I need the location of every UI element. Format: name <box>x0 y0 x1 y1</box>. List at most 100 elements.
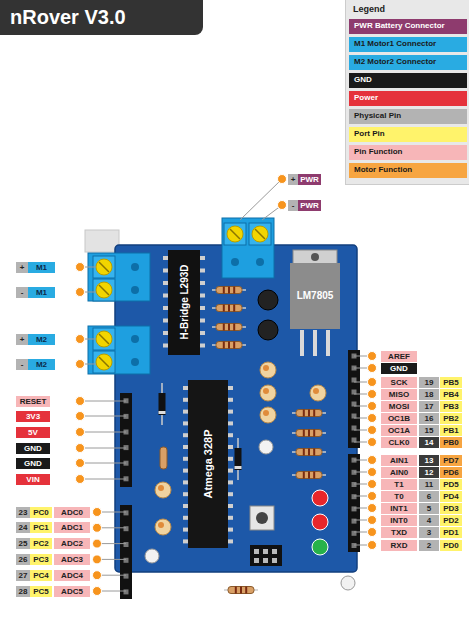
chip-leg <box>200 269 205 273</box>
leader-line <box>80 463 126 464</box>
node-text: GND <box>24 459 42 468</box>
port-pin-label: PB5 <box>440 377 462 388</box>
physical-pin-number: 26 <box>16 554 30 565</box>
resistor-symbol <box>296 449 322 456</box>
header-pin <box>254 558 259 563</box>
node-text: PWR <box>300 175 319 184</box>
chip-leg <box>228 410 233 414</box>
header-pin <box>352 519 357 524</box>
resistor-symbol <box>216 324 242 331</box>
chip-leg <box>228 528 233 532</box>
physical-pin-number: 4 <box>419 515 439 526</box>
terminal-slot <box>249 223 271 245</box>
port-pin-label: PC1 <box>30 522 52 533</box>
capacitor-symbol <box>310 385 326 401</box>
legend-text: M1 Motor1 Connector <box>354 39 436 48</box>
node-text: PB3 <box>443 402 459 411</box>
physical-pin-number: 24 <box>16 522 30 533</box>
node-text: ADC3 <box>61 555 83 564</box>
resistor-band <box>303 410 305 417</box>
pin-dot <box>76 444 85 453</box>
capacitor-mark <box>263 388 269 394</box>
pin-dot <box>368 516 377 525</box>
pin-header <box>120 505 132 599</box>
resistor-band <box>313 410 315 417</box>
physical-pin-number: 3 <box>419 527 439 538</box>
node-text: ADC2 <box>61 539 83 548</box>
chip-leg <box>228 480 233 484</box>
terminal-hole <box>131 286 139 294</box>
node-text: - <box>21 288 24 297</box>
physical-pin-number: 16 <box>419 413 439 424</box>
chip-leg <box>228 445 233 449</box>
header-pin <box>124 558 129 563</box>
node-text: GND <box>24 444 42 453</box>
circuit-board <box>115 245 357 572</box>
pin-dot <box>368 414 377 423</box>
capacitor-symbol <box>260 362 276 378</box>
terminal-screw <box>96 259 112 275</box>
port-pin-label: PD0 <box>440 540 462 551</box>
node-text: 25 <box>19 539 28 548</box>
node-text: 18 <box>425 390 434 399</box>
screw-slot <box>99 262 109 272</box>
resistor-band <box>223 342 225 349</box>
terminal-block <box>222 218 274 278</box>
resistor-band <box>313 449 315 456</box>
node-text: PC5 <box>33 587 49 596</box>
pin-dot <box>368 504 377 513</box>
resistor-symbol <box>228 587 254 594</box>
legend-text: Pin Function <box>354 147 402 156</box>
resistor-symbol <box>216 342 242 349</box>
leader-line <box>80 416 126 417</box>
pin-dot <box>368 528 377 537</box>
terminal-hole <box>256 258 264 266</box>
node-text: AIN0 <box>390 468 408 477</box>
legend-text: Port Pin <box>354 129 385 138</box>
node-text: SCK <box>391 378 408 387</box>
port-pin-label: PB0 <box>440 437 462 448</box>
header-pin <box>272 549 277 554</box>
resistor-band <box>223 287 225 294</box>
capacitor-symbol <box>260 407 276 423</box>
resistor-band <box>235 587 237 594</box>
pin-dot <box>76 288 85 297</box>
resistor-band <box>228 287 230 294</box>
node-text: 4 <box>427 516 431 525</box>
pin-dot <box>368 402 377 411</box>
diode-symbol <box>159 393 166 415</box>
port-pin-label: PD2 <box>440 515 462 526</box>
icsp-header <box>250 545 282 566</box>
capacitor-symbol <box>260 385 276 401</box>
physical-pin-number: 23 <box>16 507 30 518</box>
physical-pin-number: 15 <box>419 425 439 436</box>
node-text: MOSI <box>389 402 409 411</box>
resistor-band <box>313 430 315 437</box>
polarity-tag: - <box>16 359 28 370</box>
node-text: 23 <box>19 508 28 517</box>
pin-dot <box>93 539 102 548</box>
node-text: 16 <box>425 414 434 423</box>
pin-function-label: OC1A <box>381 425 417 436</box>
chip-leg <box>228 398 233 402</box>
node-text: H-Bridge L293D <box>132 264 237 339</box>
resistor-band <box>308 449 310 456</box>
chip-leg <box>228 421 233 425</box>
node-text: + <box>20 263 25 272</box>
pin-header <box>348 454 360 552</box>
diode-symbol <box>235 448 242 470</box>
button-cap <box>256 512 268 524</box>
node-text: GND <box>390 364 408 373</box>
terminal-slot <box>93 256 115 278</box>
header-pin <box>254 549 259 554</box>
terminal-screw <box>252 226 268 242</box>
terminal-slot <box>93 351 115 373</box>
screw-slot <box>255 229 265 239</box>
node-text: 24 <box>19 523 28 532</box>
ground-pin-label: GND <box>381 363 417 374</box>
resistor-band <box>228 342 230 349</box>
node-text: RXD <box>391 541 408 550</box>
capacitor-mark <box>263 410 269 416</box>
node-text: 19 <box>425 378 434 387</box>
pin-dot <box>368 492 377 501</box>
